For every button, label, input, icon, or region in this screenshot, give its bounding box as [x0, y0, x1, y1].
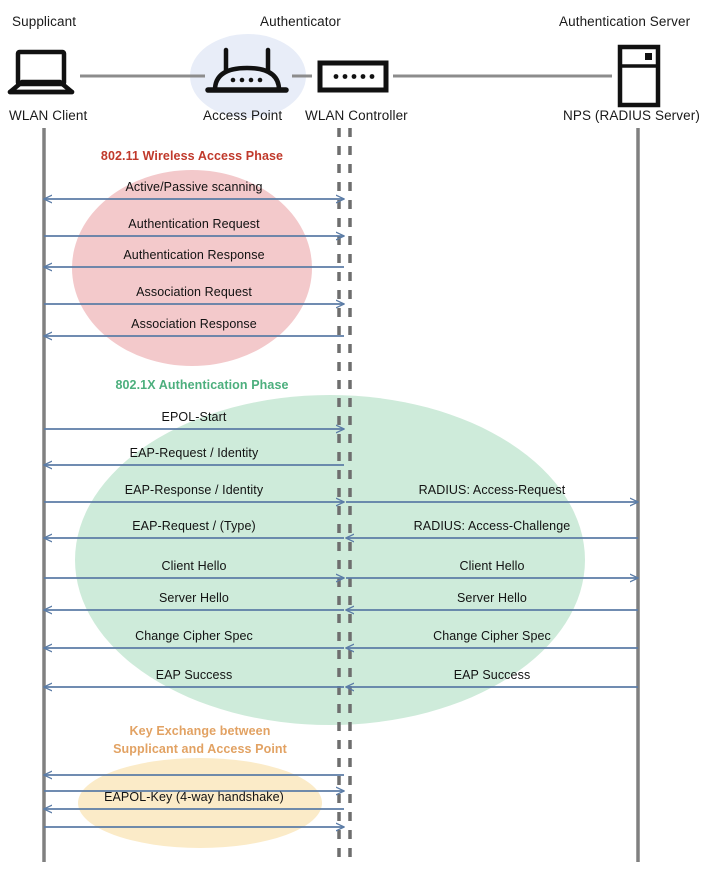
node-label-nps-radius-server: NPS (RADIUS Server) — [563, 108, 700, 123]
message-label: EPOL-Start — [161, 410, 227, 424]
message-label: Change Cipher Spec — [135, 629, 253, 643]
phase-ellipse-wireless-access — [72, 170, 312, 366]
phase-label-key-exchange-line2: Supplicant and Access Point — [113, 742, 287, 756]
message-label: EAP-Request / Identity — [129, 446, 259, 460]
laptop-icon — [7, 49, 75, 95]
message-label: Authentication Request — [128, 217, 260, 231]
node-label-wlan-client: WLAN Client — [9, 108, 88, 123]
role-title-auth-server: Authentication Server — [559, 14, 691, 29]
rack-server-icon — [617, 44, 661, 108]
message-label: Authentication Response — [123, 248, 265, 262]
message-label: EAP Success — [453, 668, 531, 682]
message-label: Client Hello — [161, 559, 227, 573]
message-label: Server Hello — [457, 591, 527, 605]
phase-ellipse-key-exchange — [78, 758, 322, 848]
phase-ellipse-dot1x — [75, 395, 585, 725]
node-label-access-point: Access Point — [203, 108, 283, 123]
message-label: Server Hello — [159, 591, 229, 605]
message-arrow-layer — [44, 199, 638, 827]
wireless-access-point-icon — [205, 47, 289, 93]
phase-label-key-exchange-line1: Key Exchange between — [129, 724, 271, 738]
message-label: Client Hello — [459, 559, 525, 573]
message-label: Active/Passive scanning — [125, 180, 263, 194]
phase-label-wireless-access: 802.11 Wireless Access Phase — [100, 149, 284, 163]
message-label: Change Cipher Spec — [433, 629, 551, 643]
role-title-authenticator: Authenticator — [260, 14, 341, 29]
role-title-supplicant: Supplicant — [12, 14, 77, 29]
message-label: RADIUS: Access-Request — [418, 483, 566, 497]
message-label: Association Response — [131, 317, 257, 331]
message-label: EAPOL-Key (4-way handshake) — [104, 790, 284, 804]
message-label: Association Request — [136, 285, 252, 299]
phase-label-dot1x: 802.1X Authentication Phase — [115, 378, 289, 392]
message-label: RADIUS: Access-Challenge — [413, 519, 571, 533]
node-label-wlan-controller: WLAN Controller — [305, 108, 408, 123]
authenticator-halo — [190, 34, 306, 118]
message-label: EAP Success — [155, 668, 233, 682]
wlan-controller-icon — [317, 60, 389, 93]
message-label: EAP-Request / (Type) — [132, 519, 256, 533]
message-label: EAP-Response / Identity — [124, 483, 264, 497]
